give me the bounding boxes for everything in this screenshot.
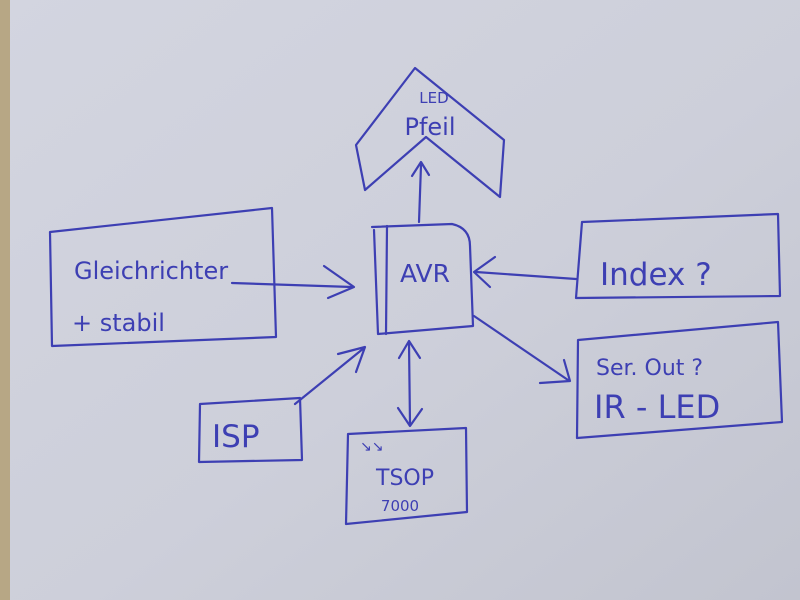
serial-out-label: Ser. Out ?	[596, 356, 703, 381]
arrowhead-up	[397, 339, 422, 360]
ir-led-label: IR - LED	[594, 388, 720, 426]
edge-rectifier-to-avr	[230, 264, 356, 300]
avr-box-inner-line	[384, 224, 389, 336]
isp-label: ISP	[212, 419, 260, 455]
rectifier-box	[48, 206, 278, 348]
serial-node: Ser. Out ? IR - LED	[575, 320, 784, 440]
arrowhead	[472, 255, 497, 289]
rectifier-node: Gleichrichter + stabil	[48, 206, 278, 348]
led-label: LED	[419, 89, 448, 107]
led-arrow-node: LED Pfeil	[354, 66, 506, 199]
arrowhead	[410, 160, 431, 178]
isp-box	[197, 396, 304, 464]
edge-avr-to-led	[410, 160, 431, 224]
tsop-label: TSOP	[375, 466, 434, 491]
index-node: Index ?	[574, 212, 782, 300]
arrowhead-down	[396, 406, 424, 428]
arrowhead	[322, 264, 356, 300]
avr-label: AVR	[400, 259, 450, 288]
tsop-box	[344, 426, 469, 526]
arrowhead	[336, 345, 367, 374]
edge-index-to-avr	[472, 255, 578, 289]
tsop-number-label: 7000	[381, 497, 419, 515]
rectifier-label: Gleichrichter	[74, 257, 228, 285]
edge-avr-to-serial	[472, 314, 572, 385]
index-box	[574, 212, 782, 300]
avr-node: AVR	[370, 222, 475, 336]
arrowhead	[538, 358, 572, 385]
edge-isp-to-avr	[293, 345, 367, 406]
stabil-label: + stabil	[72, 309, 165, 337]
tsop-node: ↘↘ TSOP 7000	[344, 426, 469, 526]
edge-avr-tsop-bidirectional	[396, 339, 424, 428]
tsop-arrows: ↘↘	[360, 439, 383, 455]
index-label: Index ?	[600, 257, 712, 293]
pfeil-label: Pfeil	[404, 113, 455, 141]
isp-node: ISP	[197, 396, 304, 464]
serial-box	[575, 320, 784, 440]
desk-edge	[0, 0, 10, 600]
led-arrow-shape	[354, 66, 506, 199]
avr-box	[370, 222, 475, 336]
